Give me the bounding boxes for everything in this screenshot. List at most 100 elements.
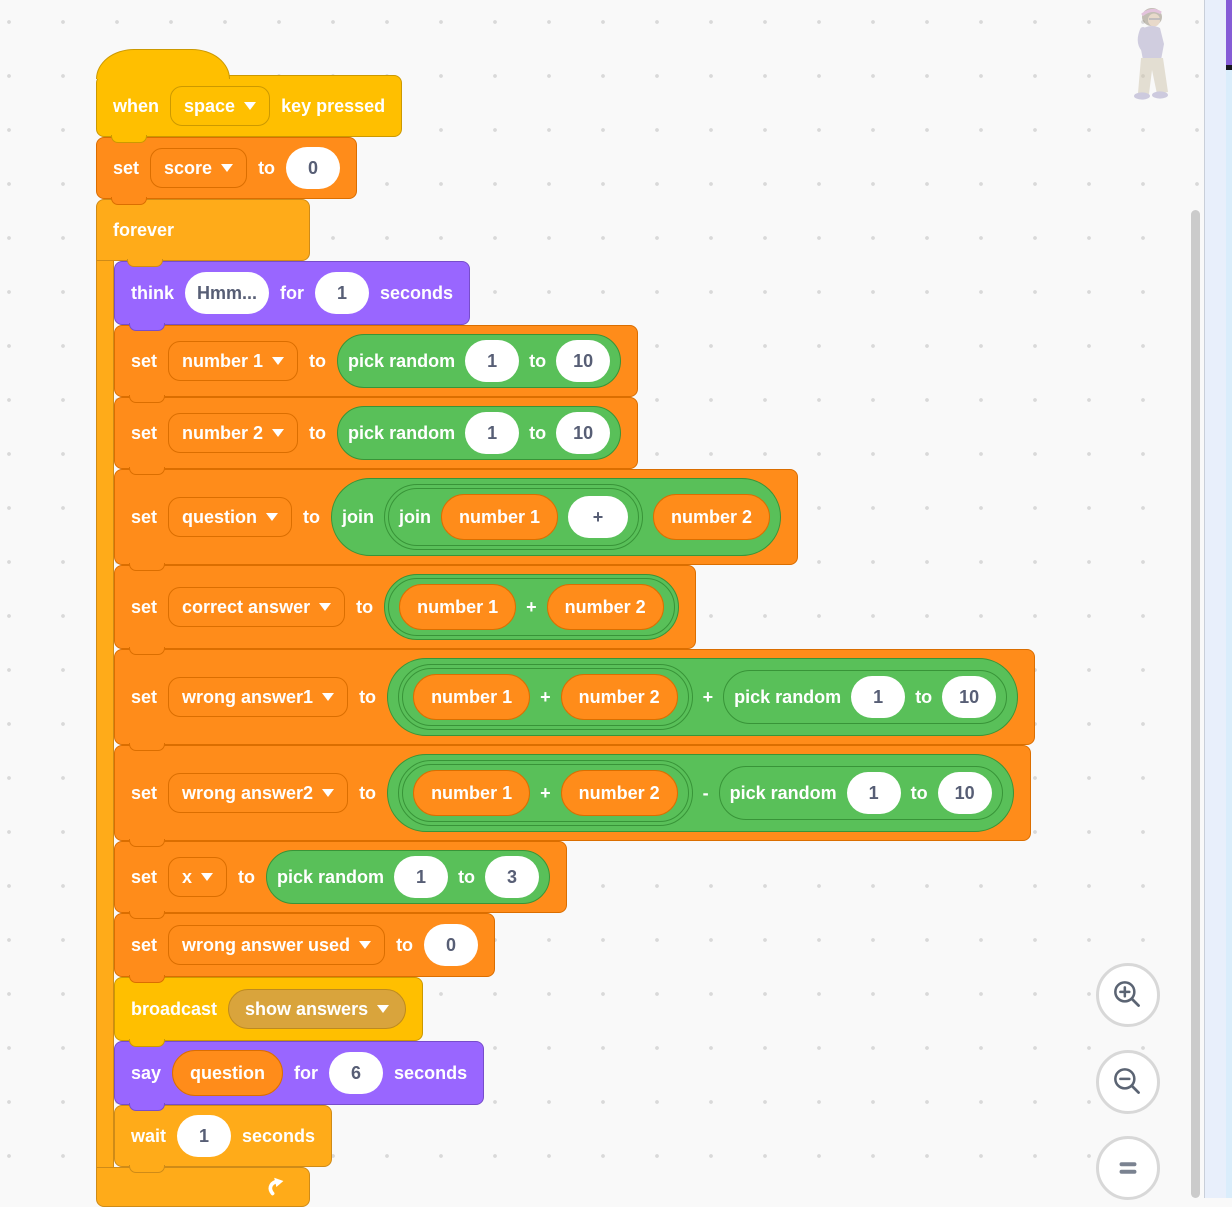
set-x-block[interactable]: set x to pick random 1 to 3 — [114, 841, 568, 919]
question-variable-oval[interactable]: question — [172, 1050, 284, 1096]
think-block[interactable]: think Hmm... for 1 seconds — [114, 261, 471, 331]
x-variable-dropdown[interactable]: x — [168, 857, 228, 897]
number2-variable-oval[interactable]: number 2 — [560, 770, 678, 816]
question-variable-dropdown[interactable]: question — [168, 497, 293, 537]
operator-slot-ring: join number 1 + — [384, 484, 644, 550]
plus-label: + — [526, 597, 537, 617]
to-label: to — [356, 597, 374, 617]
random-min-input[interactable]: 1 — [465, 340, 520, 382]
zoom-reset-button[interactable] — [1096, 1136, 1160, 1200]
join-inner-block[interactable]: join number 1 + — [388, 488, 640, 546]
chevron-down-icon — [272, 429, 285, 437]
join-label: join — [342, 507, 375, 527]
adjacent-panel-purple-edge — [1226, 0, 1232, 65]
think-text-input[interactable]: Hmm... — [185, 272, 270, 314]
random-max-input[interactable]: 10 — [556, 340, 611, 382]
set-number1-block[interactable]: set number 1 to pick random 1 to 10 — [114, 325, 639, 403]
pick-random-block[interactable]: pick random 1 to 10 — [337, 334, 622, 388]
variable-oval-label: number 1 — [459, 507, 541, 527]
think-seconds-input[interactable]: 1 — [315, 272, 370, 314]
block-tab — [129, 743, 165, 751]
number1-variable-dropdown[interactable]: number 1 — [168, 341, 299, 381]
number2-variable-oval[interactable]: number 2 — [560, 674, 678, 720]
number1-variable-oval[interactable]: number 1 — [441, 494, 559, 540]
set-wrong-answer1-block[interactable]: set wrong answer1 to number 1 + — [114, 649, 1036, 751]
set-wrong-answer2-block[interactable]: set wrong answer2 to number 1 + — [114, 745, 1031, 847]
chevron-down-icon — [244, 102, 257, 110]
wait-block[interactable]: wait 1 seconds — [114, 1105, 333, 1173]
number2-variable-oval[interactable]: number 2 — [546, 584, 664, 630]
add-block[interactable]: number 1 + number 2 — [388, 578, 675, 636]
wrong-answer-used-value-input[interactable]: 0 — [424, 924, 479, 966]
add-inner-block[interactable]: number 1 + number 2 — [402, 668, 689, 726]
join-label: join — [399, 507, 432, 527]
random-min-input[interactable]: 1 — [851, 676, 906, 718]
adjacent-panel-dark-line — [1226, 65, 1232, 70]
add-outer-block[interactable]: number 1 + number 2 + pick random — [387, 658, 1019, 736]
zoom-out-button[interactable] — [1096, 1050, 1160, 1114]
number1-variable-oval[interactable]: number 1 — [399, 584, 517, 630]
score-variable-dropdown[interactable]: score — [150, 148, 248, 188]
random-min-input[interactable]: 1 — [394, 856, 449, 898]
random-max-input[interactable]: 3 — [485, 856, 540, 898]
block-tab — [127, 259, 163, 267]
set-question-block[interactable]: set question to join join number 1 — [114, 469, 799, 571]
pick-random-label: pick random — [348, 423, 456, 443]
when-key-pressed-block[interactable]: when space key pressed — [96, 49, 403, 143]
random-min-input[interactable]: 1 — [465, 412, 520, 454]
set-wrong-answer-used-block[interactable]: set wrong answer used to 0 — [114, 913, 496, 983]
think-label: think — [131, 283, 174, 303]
score-variable-value: score — [164, 158, 213, 178]
correct-answer-variable-dropdown[interactable]: correct answer — [168, 587, 346, 627]
say-block[interactable]: say question for 6 seconds — [114, 1041, 485, 1111]
vertical-scrollbar-thumb[interactable] — [1191, 210, 1200, 1198]
say-seconds-input[interactable]: 6 — [329, 1052, 384, 1094]
subtract-outer-block[interactable]: number 1 + number 2 - pick random — [387, 754, 1014, 832]
number2-variable-oval[interactable]: number 2 — [653, 494, 771, 540]
number2-variable-dropdown[interactable]: number 2 — [168, 413, 299, 453]
set-label: set — [131, 597, 158, 617]
wrong-answer1-variable-dropdown[interactable]: wrong answer1 — [168, 677, 349, 717]
set-label: set — [131, 867, 158, 887]
forever-label: forever — [113, 220, 175, 240]
zoom-in-button[interactable] — [1096, 963, 1160, 1027]
pick-random-block[interactable]: pick random 1 to 10 — [718, 766, 1003, 820]
wait-seconds-input[interactable]: 1 — [177, 1115, 232, 1157]
seconds-label: seconds — [380, 283, 454, 303]
forever-bottom-bar[interactable] — [96, 1167, 310, 1207]
wrong-answer2-variable-dropdown[interactable]: wrong answer2 — [168, 773, 349, 813]
pick-random-block[interactable]: pick random 1 to 10 — [337, 406, 622, 460]
panel-divider — [1204, 0, 1205, 1198]
for-label: for — [294, 1063, 319, 1083]
forever-block[interactable]: forever — [96, 199, 310, 267]
broadcast-message-dropdown[interactable]: show answers — [228, 989, 407, 1029]
set-label: set — [113, 158, 140, 178]
number1-variable-value: number 1 — [182, 351, 264, 371]
variable-oval-label: number 1 — [417, 597, 499, 617]
add-inner-block[interactable]: number 1 + number 2 — [402, 764, 689, 822]
key-dropdown[interactable]: space — [170, 86, 271, 126]
operator-slot-ring: number 1 + number 2 — [398, 760, 693, 826]
join-outer-block[interactable]: join join number 1 + number 2 — [331, 478, 782, 556]
join-text-input[interactable]: + — [568, 496, 629, 538]
key-dropdown-value: space — [184, 96, 236, 116]
random-max-input[interactable]: 10 — [942, 676, 997, 718]
for-label: for — [280, 283, 305, 303]
set-number2-block[interactable]: set number 2 to pick random 1 to 10 — [114, 397, 639, 475]
pick-random-block[interactable]: pick random 1 to 3 — [266, 850, 551, 904]
random-max-input[interactable]: 10 — [937, 772, 992, 814]
number1-variable-oval[interactable]: number 1 — [413, 674, 531, 720]
wrong-answer-used-variable-dropdown[interactable]: wrong answer used — [168, 925, 386, 965]
broadcast-block[interactable]: broadcast show answers — [114, 977, 424, 1047]
set-correct-answer-block[interactable]: set correct answer to number 1 + — [114, 565, 696, 655]
random-min-input[interactable]: 1 — [846, 772, 901, 814]
score-value-input[interactable]: 0 — [286, 147, 341, 189]
set-score-block[interactable]: set score to 0 — [96, 137, 358, 205]
pick-random-block[interactable]: pick random 1 to 10 — [723, 670, 1008, 724]
to-label: to — [915, 687, 933, 707]
random-max-input[interactable]: 10 — [556, 412, 611, 454]
magnifier-plus-icon — [1114, 981, 1140, 1007]
forever-body: think Hmm... for 1 seconds set number 1 … — [96, 261, 1036, 1173]
number1-variable-oval[interactable]: number 1 — [413, 770, 531, 816]
